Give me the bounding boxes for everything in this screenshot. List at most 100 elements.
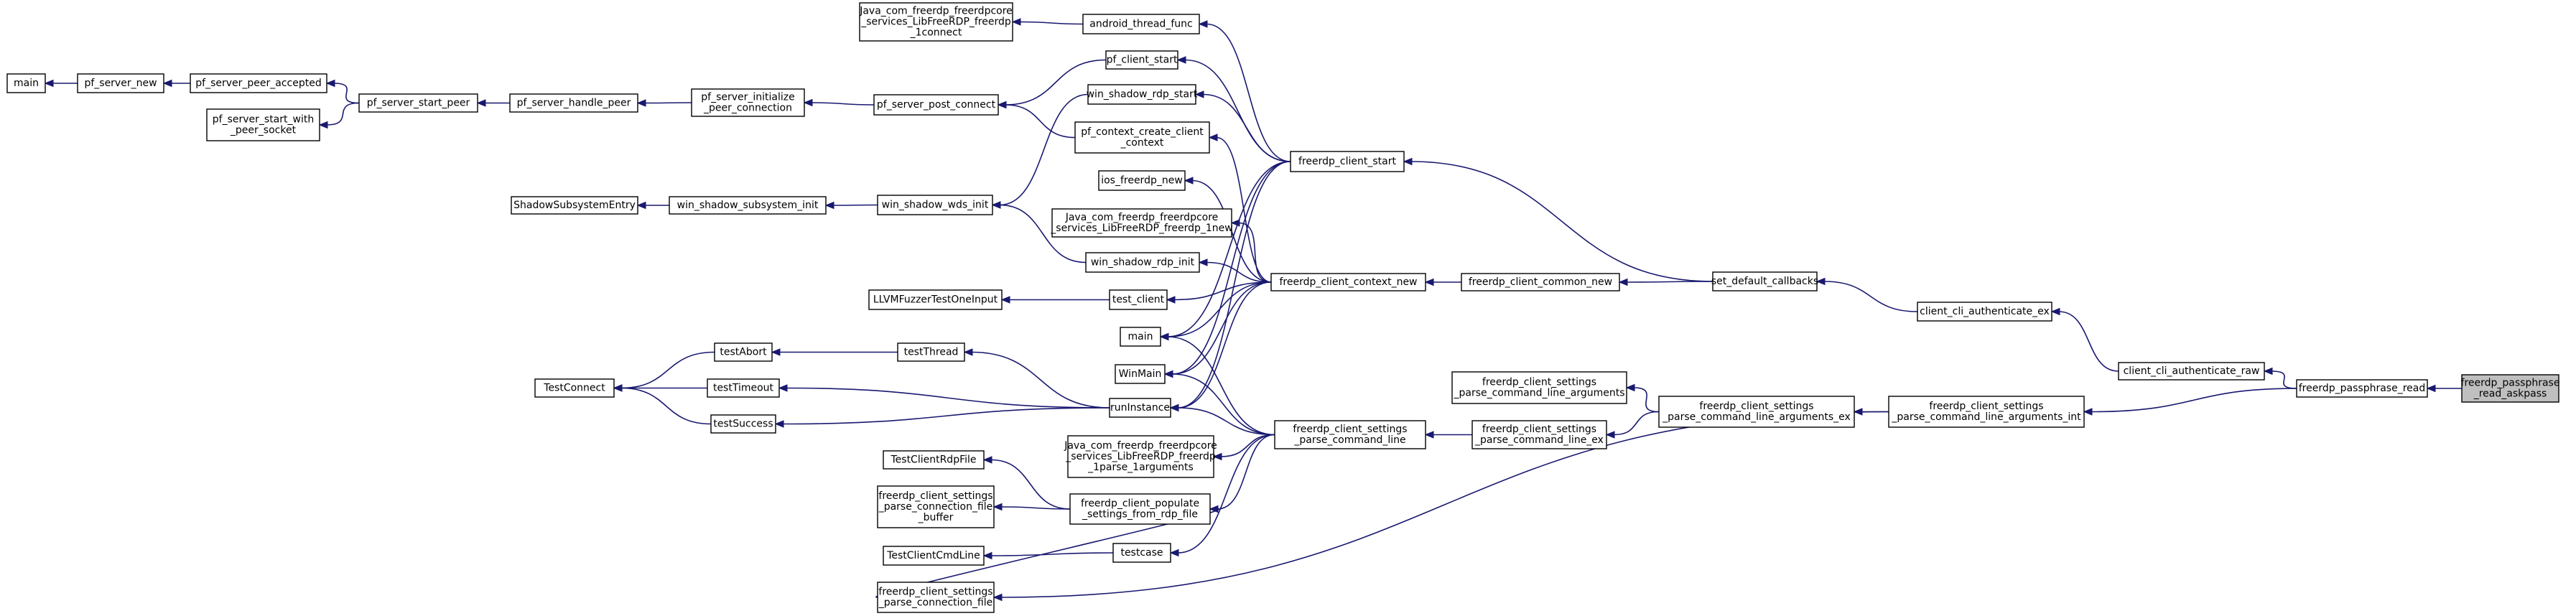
node-pfsn[interactable]: pf_server_new [77,73,164,93]
node-box [707,378,780,398]
node-label: freerdp_passphrase_read [2299,383,2425,394]
node-main1[interactable]: main [6,73,46,93]
edge-arrowhead [2083,408,2093,416]
node-fcspcf[interactable]: freerdp_client_settings_parse_connection… [877,582,995,613]
node-pfsswps[interactable]: pf_server_start_with_peer_socket [206,108,320,141]
node-testcase[interactable]: testcase [1112,543,1171,563]
node-ios[interactable]: ios_freerdp_new [1098,170,1186,191]
node-testabort[interactable]: testAbort [714,342,773,362]
node-box [1461,273,1620,291]
node-fcs[interactable]: freerdp_client_start [1290,151,1405,172]
node-box [1087,84,1196,105]
edge-pfsswps-to-pfssp [318,102,360,129]
edge-arrowhead [318,121,328,129]
node-fcsn[interactable]: freerdp_client_context_new [1270,273,1426,291]
edge-main1-to-pfsn [44,79,78,88]
node-testconnect[interactable]: TestConnect [534,378,615,398]
node-box [873,94,999,116]
node-java-connect[interactable]: Java_com_freerdp_freerdpcore_services_Li… [859,2,1013,42]
node-atf[interactable]: android_thread_func [1082,14,1200,34]
node-box [1085,252,1200,273]
node-pfsipc[interactable]: pf_server_initialize_peer_connection [691,88,805,117]
node-label: _services_LibFreeRDP_freerdp [860,17,1011,28]
node-ccar[interactable]: client_cli_authenticate_raw [2118,362,2265,381]
edge-arrowhead [1011,18,1021,26]
node-sse[interactable]: ShadowSubsystemEntry [511,196,638,215]
node-fcspcla-ex[interactable]: freerdp_client_settings_parse_command_li… [1658,396,1855,428]
node-llvm[interactable]: LLVMFuzzerTestOneInput [868,289,1003,310]
node-askpass[interactable]: freerdp_passphrase_read_askpass [2461,374,2560,403]
node-fcspcfb[interactable]: freerdp_client_settings_parse_connection… [877,485,995,528]
edge-arrowhead [162,79,172,88]
node-label: android_thread_func [1089,19,1192,30]
node-wssi[interactable]: win_shadow_subsystem_init [669,196,827,215]
node-pfspa[interactable]: pf_server_peer_accepted [190,73,327,93]
edge-arrowhead [636,201,646,210]
node-testthread[interactable]: testThread [897,342,965,362]
node-box [1051,208,1232,238]
node-java-parse[interactable]: Java_com_freerdp_freerdpcore_services_Li… [1064,435,1217,478]
edge-arrowhead [1424,431,1434,439]
node-wsrs[interactable]: win_shadow_rdp_start [1087,84,1198,105]
node-winmain[interactable]: WinMain [1115,364,1166,384]
node-fcspcl[interactable]: freerdp_client_settings_parse_command_li… [1274,420,1426,449]
node-pfccc[interactable]: pf_context_create_client_context [1074,121,1210,154]
edge-arrowhead [1403,157,1413,166]
node-ccae[interactable]: client_cli_authenticate_ex [1917,302,2052,322]
node-label: pf_server_post_connect [877,99,996,111]
node-label: _context [1120,137,1164,149]
node-fcspcla-int[interactable]: freerdp_client_settings_parse_command_li… [1888,396,2085,428]
node-label: win_shadow_rdp_start [1087,89,1198,101]
edge-pfccc-to-fcsn [1208,134,1272,283]
node-box [1115,364,1166,384]
node-wsri[interactable]: win_shadow_rdp_init [1085,252,1200,273]
node-pfspc[interactable]: pf_server_post_connect [873,94,999,116]
node-main2[interactable]: main [1120,327,1161,347]
node-label: freerdp_client_context_new [1279,276,1417,288]
node-box [1270,273,1426,291]
node-fcspcl-ex[interactable]: freerdp_client_settings_parse_command_li… [1471,420,1607,449]
edge-arrowhead [963,348,973,356]
edge-line [1238,222,1272,283]
node-sdc[interactable]: set_default_callbacks [1711,271,1818,291]
edge-fcs-to-sdc [1403,157,1714,282]
node-runinstance[interactable]: runInstance [1109,398,1171,418]
node-label: ios_freerdp_new [1101,175,1183,187]
node-tccl[interactable]: TestClientCmdLine [883,546,985,566]
edge-line [1206,261,1272,283]
node-label: TestClientRdpFile [890,454,976,466]
node-wswi[interactable]: win_shadow_wds_init [877,195,993,215]
edge-arrowhead [1198,258,1208,266]
edge-line [1005,104,1076,139]
node-label: TestConnect [543,383,605,394]
node-box [714,342,773,362]
edge-runinstance-to-fcsn [1169,281,1272,412]
node-pread[interactable]: freerdp_passphrase_read [2296,379,2428,398]
node-box [859,2,1013,42]
node-testsuccess[interactable]: testSuccess [710,414,776,434]
node-pfshp[interactable]: pf_server_handle_peer [509,93,638,113]
node-fcspcla[interactable]: freerdp_client_settings_parse_command_li… [1451,371,1627,404]
edge-arrowhead [1166,296,1176,304]
node-pfcs[interactable]: pf_client_start [1105,50,1178,70]
edge-java-parse-to-fcspcl [1212,434,1275,461]
node-java-new[interactable]: Java_com_freerdp_freerdpcore_services_Li… [1050,208,1233,238]
node-box [534,378,615,398]
edge-line [2091,388,2297,413]
edge-arrowhead [997,101,1007,109]
edge-line [1177,161,1291,409]
edge-wsri-to-fcsn [1198,258,1272,283]
edge-arrowhead [824,201,834,210]
node-label: Java_com_freerdp_freerdpcore [1064,440,1217,452]
node-pfssp[interactable]: pf_server_start_peer [358,93,478,113]
edge-line [1220,434,1275,457]
node-fcps[interactable]: freerdp_client_populate_settings_from_rd… [1069,493,1211,525]
node-label: pf_client_start [1107,55,1178,66]
node-label: _services_LibFreeRDP_freerdp_1new [1050,223,1232,234]
edge-arrowhead [1198,20,1208,28]
node-test-client[interactable]: test_client [1109,289,1168,310]
edge-fcspcl-to-fcspcl-ex [1424,431,1472,439]
node-fccn[interactable]: freerdp_client_common_new [1461,273,1620,291]
node-testtimeout[interactable]: testTimeout [707,378,780,398]
node-tcrf[interactable]: TestClientRdpFile [883,450,985,470]
